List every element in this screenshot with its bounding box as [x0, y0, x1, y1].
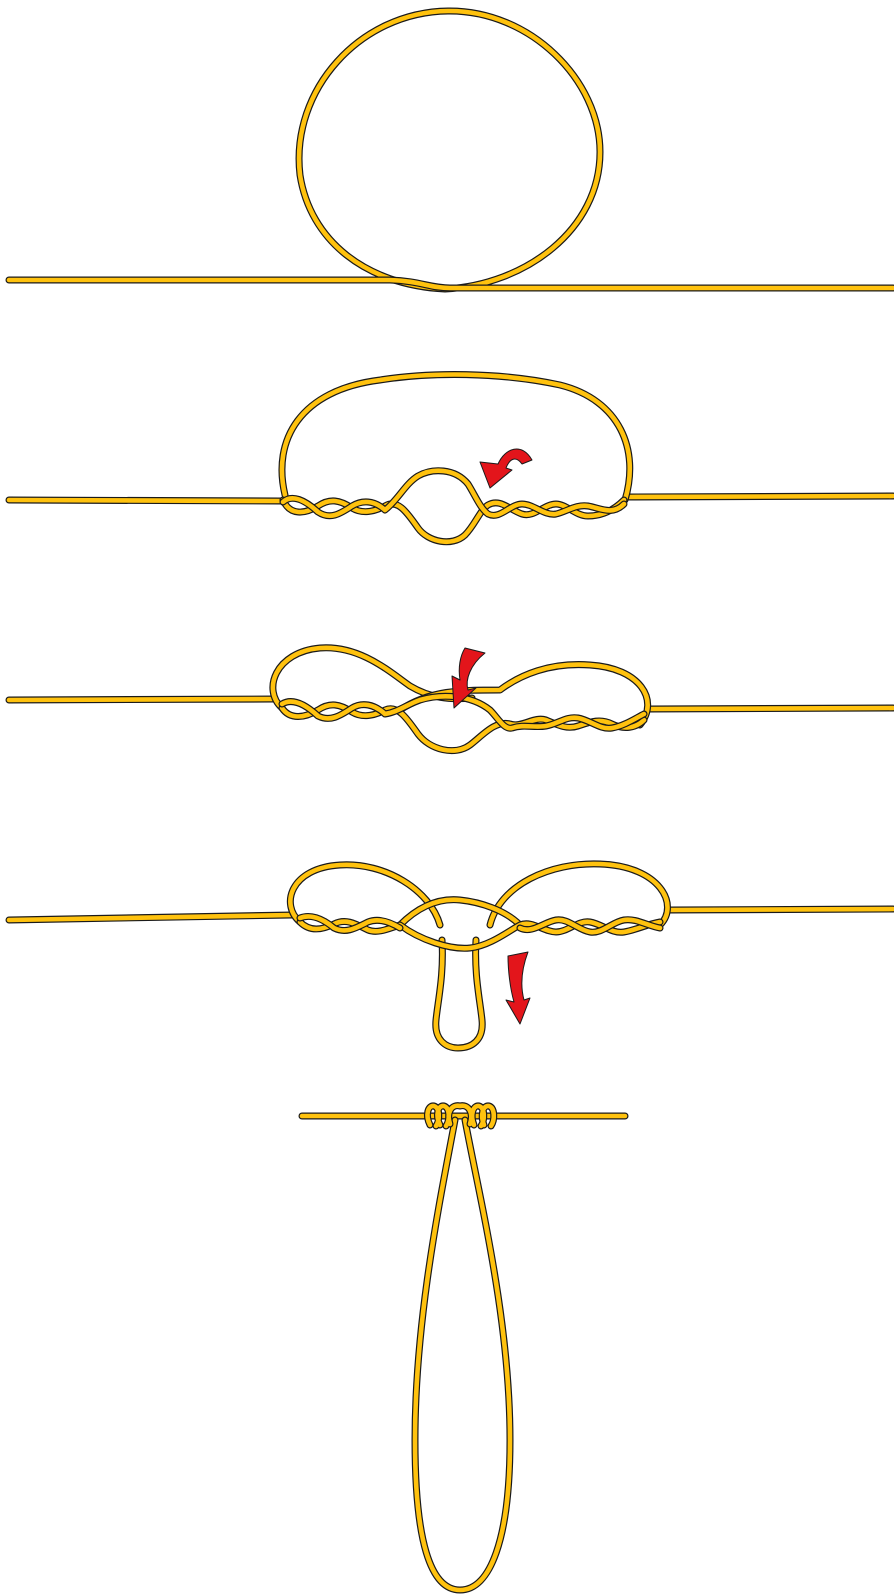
- step-4-pulled-loop: [432, 936, 486, 1052]
- step-3-figure: [5, 644, 894, 755]
- step-4-left-lobe: [287, 861, 444, 929]
- step-3-down-arrow: [451, 647, 486, 709]
- step-5-finished-loop: [411, 1116, 514, 1594]
- step-4-right-lobe: [486, 860, 671, 929]
- step-4-twist-strand-b: [296, 912, 664, 936]
- step-4-line: [5, 905, 894, 924]
- step-1-figure: [5, 7, 894, 293]
- step-4-figure: [5, 860, 894, 1052]
- step-2-twist-strand-a: [279, 496, 628, 546]
- step-2-twist-strand-b: [279, 467, 628, 520]
- step-2-curved-arrow: [479, 448, 533, 489]
- step-1-loop: [295, 7, 604, 293]
- step-3-twist-strand-b: [278, 692, 648, 732]
- step-2-big-loop: [278, 371, 634, 504]
- step-5-wraps: [423, 1102, 498, 1130]
- step-3-line: [5, 695, 894, 713]
- step-1-line: [5, 276, 894, 292]
- step-5-figure: [298, 1102, 629, 1594]
- step-2-line: [5, 492, 894, 505]
- step-2-figure: [5, 371, 894, 546]
- step-3-right-lobe: [396, 661, 652, 729]
- step-4-down-arrow: [505, 951, 531, 1025]
- step-4-center-arch: [396, 896, 524, 929]
- step-3-twist-strand-a: [278, 701, 648, 755]
